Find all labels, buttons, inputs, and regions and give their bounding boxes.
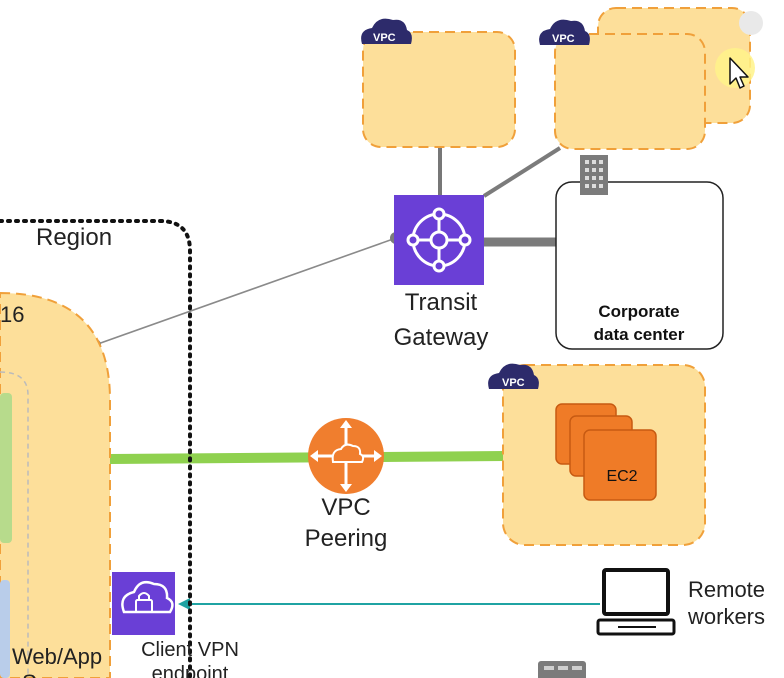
left-subnet-green <box>0 393 12 543</box>
transit-gateway-label-line2: Gateway <box>394 324 489 351</box>
vpc-peering-label-line1: VPC <box>321 494 370 521</box>
office-building-icon <box>580 155 608 195</box>
link-vpc-peering <box>109 451 506 464</box>
corporate-datacenter-box <box>555 181 724 350</box>
vpc-top-right-front <box>554 33 706 150</box>
vpc-top-left <box>362 31 516 148</box>
transit-gateway-label-line1: Transit <box>405 289 478 316</box>
client-vpn-label-line2: endpoint <box>152 663 229 678</box>
mouse-cursor-icon <box>729 57 749 89</box>
partial-server-icon <box>538 661 586 678</box>
gray-dot-icon <box>739 11 763 35</box>
vpc-badge-label: VPC <box>502 377 525 389</box>
vpc-peering-node[interactable] <box>308 418 384 494</box>
laptop-icon[interactable] <box>596 568 676 636</box>
webapp-label-line1: Web/App <box>12 644 102 669</box>
client-vpn-label-line1: Client VPN <box>141 639 239 661</box>
vpc-badge-1: VPC <box>361 18 412 44</box>
client-vpn-node[interactable] <box>112 572 175 635</box>
cloud-icon <box>539 19 590 45</box>
transit-gateway-node[interactable] <box>394 195 484 285</box>
remote-workers-label-line2: workers <box>687 604 765 629</box>
vpc-badge-3: VPC <box>488 363 539 389</box>
region-boundary <box>0 219 192 678</box>
vpc-badge-label: VPC <box>373 32 396 44</box>
link-region-transit <box>94 237 397 346</box>
vpc-peering-label-line2: Peering <box>305 525 388 552</box>
remote-workers-label-line1: Remote <box>688 577 765 602</box>
left-vpc-partial-label: 16 <box>0 302 24 327</box>
link-arrowhead <box>178 598 190 610</box>
corporate-label-line1: Corporate <box>598 302 679 321</box>
webapp-label-line2: Servers <box>22 670 98 678</box>
left-subnet-blue <box>0 580 10 678</box>
vpc-badge-2: VPC <box>539 19 590 45</box>
link-vpc2-transit <box>482 146 562 198</box>
vpc-badge-label: VPC <box>552 33 575 45</box>
ec2-instances-icon[interactable] <box>555 403 657 501</box>
cloud-icon <box>488 363 539 389</box>
corporate-label-line2: data center <box>594 325 685 344</box>
cloud-icon <box>361 18 412 44</box>
ec2-label: EC2 <box>606 468 637 485</box>
region-label: Region <box>36 224 112 251</box>
left-vpc-container <box>0 291 111 678</box>
